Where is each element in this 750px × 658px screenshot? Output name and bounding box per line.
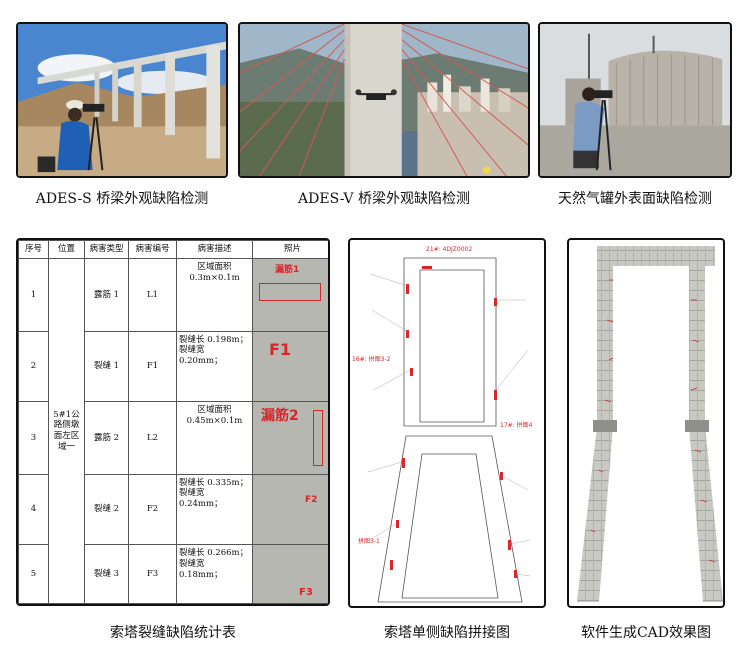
- header-no: 序号: [18, 240, 49, 259]
- table-row: 5 裂缝 3 F3 裂缝长 0.266m；裂缝宽 0.18mm； F3: [18, 544, 328, 604]
- cell-desc: 裂缝长 0.198m；裂缝宽 0.20mm；: [176, 330, 253, 403]
- caption-diagram: 索塔单侧缺陷拼接图: [384, 625, 510, 641]
- header-photo: 照片: [252, 240, 328, 259]
- cell-desc: 裂缝长 0.335m；裂缝宽 0.24mm；: [176, 473, 253, 546]
- header-desc: 病害描述: [176, 240, 253, 259]
- table-row: 4 裂缝 2 F2 裂缝长 0.335m；裂缝宽 0.24mm； F2: [18, 473, 328, 546]
- cell-no: 1: [18, 258, 49, 332]
- defect-photo: F1: [252, 330, 328, 403]
- header-code: 病害编号: [128, 240, 177, 259]
- cell-type: 裂缝 1: [84, 330, 129, 403]
- cell-type: 裂缝 3: [84, 544, 129, 604]
- cell-no: 5: [18, 544, 49, 604]
- caption-photo3: 天然气罐外表面缺陷检测: [558, 191, 712, 207]
- caption-photo1: ADES-S 桥梁外观缺陷检测: [35, 191, 209, 207]
- caption-cad: 软件生成CAD效果图: [580, 625, 712, 641]
- defect-photo: F2: [252, 473, 328, 546]
- cell-code: F1: [128, 330, 177, 403]
- cell-desc: 裂缝长 0.266m；裂缝宽 0.18mm；: [176, 544, 253, 604]
- cell-desc: 区域面积 0.45m×0.1m: [176, 401, 253, 475]
- defect-photo: F3: [252, 544, 328, 604]
- diagram-label-right-upper: 17#: 拼图4: [500, 422, 533, 429]
- header-location: 位置: [48, 240, 85, 259]
- cell-location: 5#1公路侧墩面左区域一: [48, 258, 85, 604]
- cell-code: F2: [128, 473, 177, 546]
- diagram-label-left-lower: 拼图3-1: [358, 538, 380, 545]
- photo-gas-tank: [538, 22, 732, 178]
- photo-label: F2: [305, 494, 318, 505]
- header-type: 病害类型: [84, 240, 129, 259]
- defect-statistics-table: 序号 位置 病害类型 病害编号 病害描述 照片 1 5#1公路侧墩面左区域一 露…: [16, 238, 330, 606]
- table-row: 1 5#1公路侧墩面左区域一 露筋 1 L1 区域面积 0.3m×0.1m 漏筋…: [18, 258, 328, 604]
- table-row: 2 裂缝 1 F1 裂缝长 0.198m；裂缝宽 0.20mm； F1: [18, 330, 328, 403]
- cell-code: L1: [128, 258, 177, 332]
- tower-defect-splice-diagram: 21#: 4DJZ0002 16#: 拼图3-2 17#: 拼图4 拼图3-1: [348, 238, 546, 608]
- cell-desc: 区域面积 0.3m×0.1m: [176, 258, 253, 332]
- defect-box: [259, 283, 321, 301]
- cell-type: 露筋 1: [84, 258, 129, 332]
- photo-ades-s-bridge: [16, 22, 228, 178]
- photo-ades-v-drone: [238, 22, 530, 178]
- cell-no: 2: [18, 330, 49, 403]
- photo-label: 漏筋2: [261, 408, 299, 425]
- table-header-row: 序号 位置 病害类型 病害编号 病害描述 照片: [18, 240, 328, 259]
- diagram-label-top: 21#: 4DJZ0002: [426, 246, 473, 253]
- cell-no: 3: [18, 401, 49, 475]
- cell-type: 露筋 2: [84, 401, 129, 475]
- cell-code: L2: [128, 401, 177, 475]
- defect-photo: 漏筋1: [252, 258, 328, 332]
- table-row: 3 露筋 2 L2 区域面积 0.45m×0.1m 漏筋2: [18, 401, 328, 475]
- defect-box: [313, 410, 323, 467]
- photo-label: F1: [269, 339, 292, 359]
- photo-label: F3: [299, 587, 313, 599]
- diagram-label-left-upper: 16#: 拼图3-2: [352, 356, 391, 363]
- caption-table: 索塔裂缝缺陷统计表: [110, 625, 236, 641]
- caption-photo2: ADES-V 桥梁外观缺陷检测: [298, 191, 470, 207]
- cell-code: F3: [128, 544, 177, 604]
- cell-type: 裂缝 2: [84, 473, 129, 546]
- cell-no: 4: [18, 473, 49, 546]
- cad-effect-rendering: [567, 238, 725, 608]
- defect-photo: 漏筋2: [252, 401, 328, 475]
- photo-label: 漏筋1: [275, 265, 300, 275]
